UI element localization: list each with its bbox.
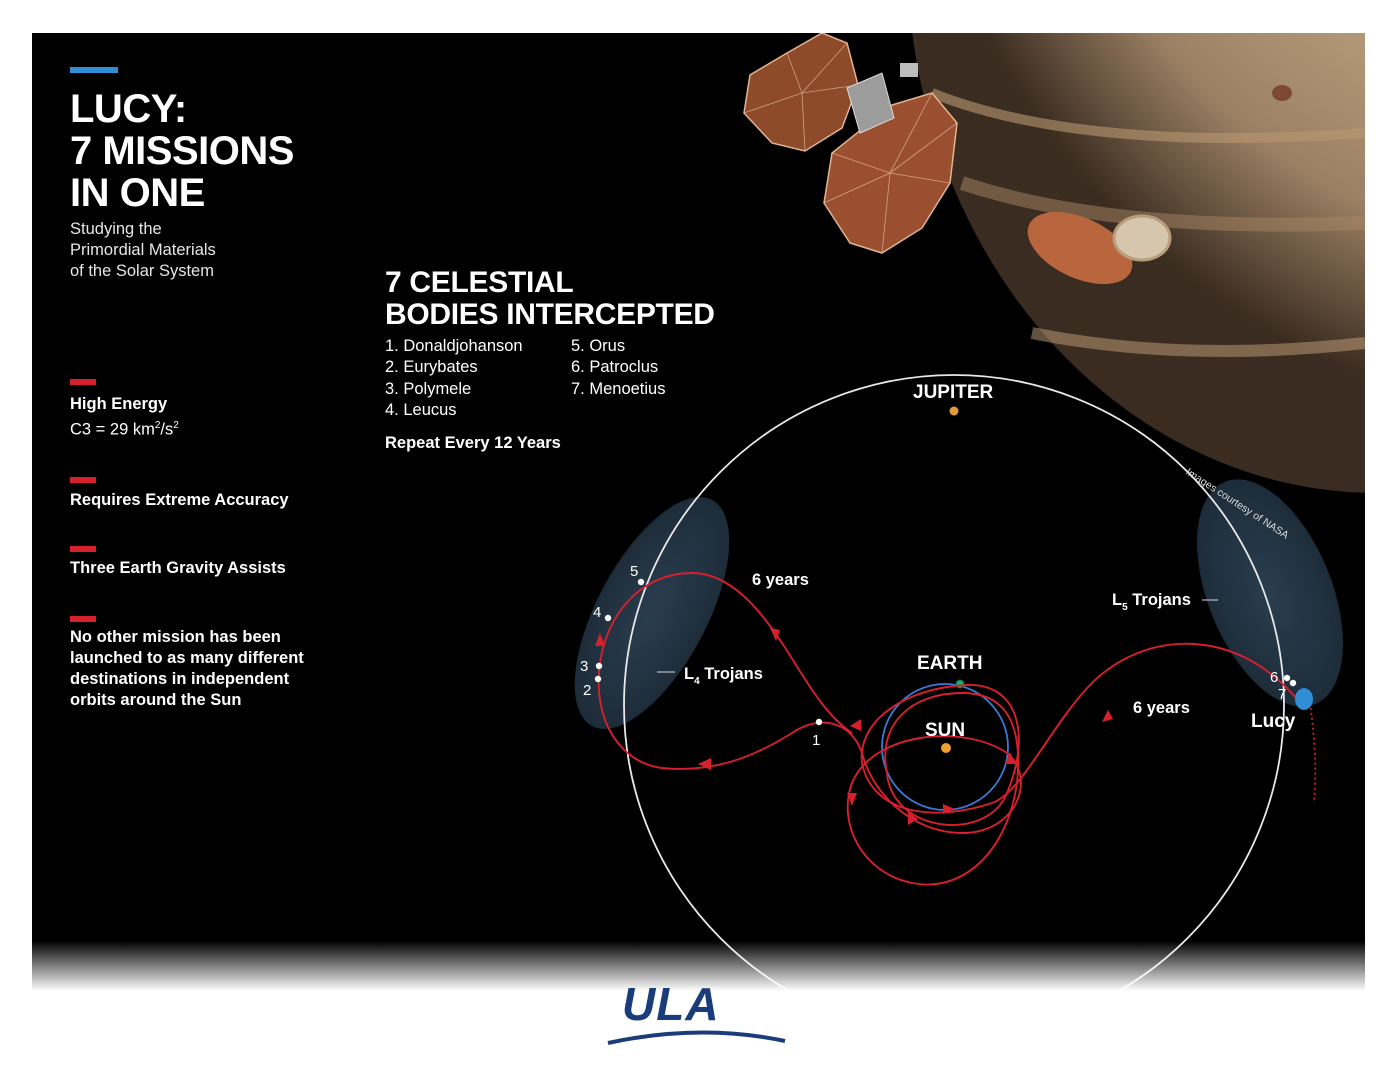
lucy-position-icon: [1295, 688, 1313, 710]
trajectory-arrows: [595, 628, 1113, 825]
lucy-trajectory: [597, 572, 1298, 886]
feature-accent-bar: [70, 477, 96, 483]
great-red-spot: [1027, 211, 1133, 285]
marker-1-label: 1: [812, 732, 820, 749]
feature-accent-bar: [70, 616, 96, 622]
lucy-label: Lucy: [1251, 711, 1296, 732]
sun-dot: [941, 743, 951, 753]
mission-diagram: JUPITER EARTH SUN Lucy 6 years 6 years L…: [574, 33, 1365, 991]
marker-6-label: 6: [1270, 669, 1278, 686]
sun-label: SUN: [925, 720, 965, 741]
bodies-list-col2: 5. Orus 6. Patroclus 7. Menoetius: [571, 336, 665, 400]
l4-trojans-label: L4 Trojans: [684, 665, 763, 687]
list-item: 2. Eurybates: [385, 358, 478, 377]
list-item: 5. Orus: [571, 337, 626, 355]
feature-accent-bar: [70, 379, 96, 385]
repeat-note: Repeat Every 12 Years: [385, 434, 561, 452]
ula-logo: ULA: [607, 978, 786, 1045]
earth-dot: [955, 679, 965, 689]
feature-accuracy: Requires Extreme Accuracy: [70, 491, 289, 509]
feature-gravity-assists: Three Earth Gravity Assists: [70, 559, 286, 577]
asteroid-markers: [594, 578, 1297, 726]
years-right-label: 6 years: [1133, 699, 1190, 717]
lucy-spacecraft-image: [743, 33, 958, 254]
page-title: LUCY: 7 MISSIONS IN ONE: [70, 87, 294, 215]
marker-4-label: 4: [593, 604, 601, 621]
logo-swoosh: [607, 1030, 786, 1045]
earth-label: EARTH: [917, 653, 982, 674]
marker-5-label: 5: [630, 563, 638, 580]
marker-7-label: 7: [1278, 686, 1286, 703]
feature-accent-bar: [70, 546, 96, 552]
marker-2-label: 2: [583, 682, 591, 699]
jupiter-image: [912, 33, 1365, 493]
list-item: 3. Polymele: [385, 379, 472, 398]
l4-trojan-cloud: [574, 497, 730, 729]
list-item: 7. Menoetius: [571, 379, 666, 398]
svg-text:ULA: ULA: [622, 978, 720, 1030]
bodies-heading: 7 CELESTIAL BODIES INTERCEPTED: [385, 266, 715, 331]
list-item: 6. Patroclus: [571, 358, 659, 377]
marker-3-label: 3: [580, 658, 588, 675]
jupiter-label: JUPITER: [913, 382, 994, 403]
bodies-list-col1: 1. Donaldjohanson 2. Eurybates 3. Polyme…: [385, 336, 523, 421]
infographic-poster: JUPITER EARTH SUN Lucy 6 years 6 years L…: [32, 33, 1365, 991]
jupiter-dot: [949, 406, 959, 416]
feature-destinations: No other mission has been launched to as…: [70, 628, 304, 709]
feature-high-energy: High Energy C3 = 29 km2/s2: [70, 395, 179, 439]
subtitle: Studying the Primordial Materials of the…: [70, 220, 216, 280]
l5-trojan-cloud: [1197, 479, 1343, 707]
poster-fade: [32, 941, 1365, 991]
l5-trojans-label: L5 Trojans: [1112, 591, 1191, 613]
list-item: 1. Donaldjohanson: [385, 337, 523, 355]
title-accent-bar: [70, 67, 118, 73]
jupiter-orbit: [623, 374, 1285, 991]
years-left-label: 6 years: [752, 571, 809, 589]
list-item: 4. Leucus: [385, 400, 457, 419]
